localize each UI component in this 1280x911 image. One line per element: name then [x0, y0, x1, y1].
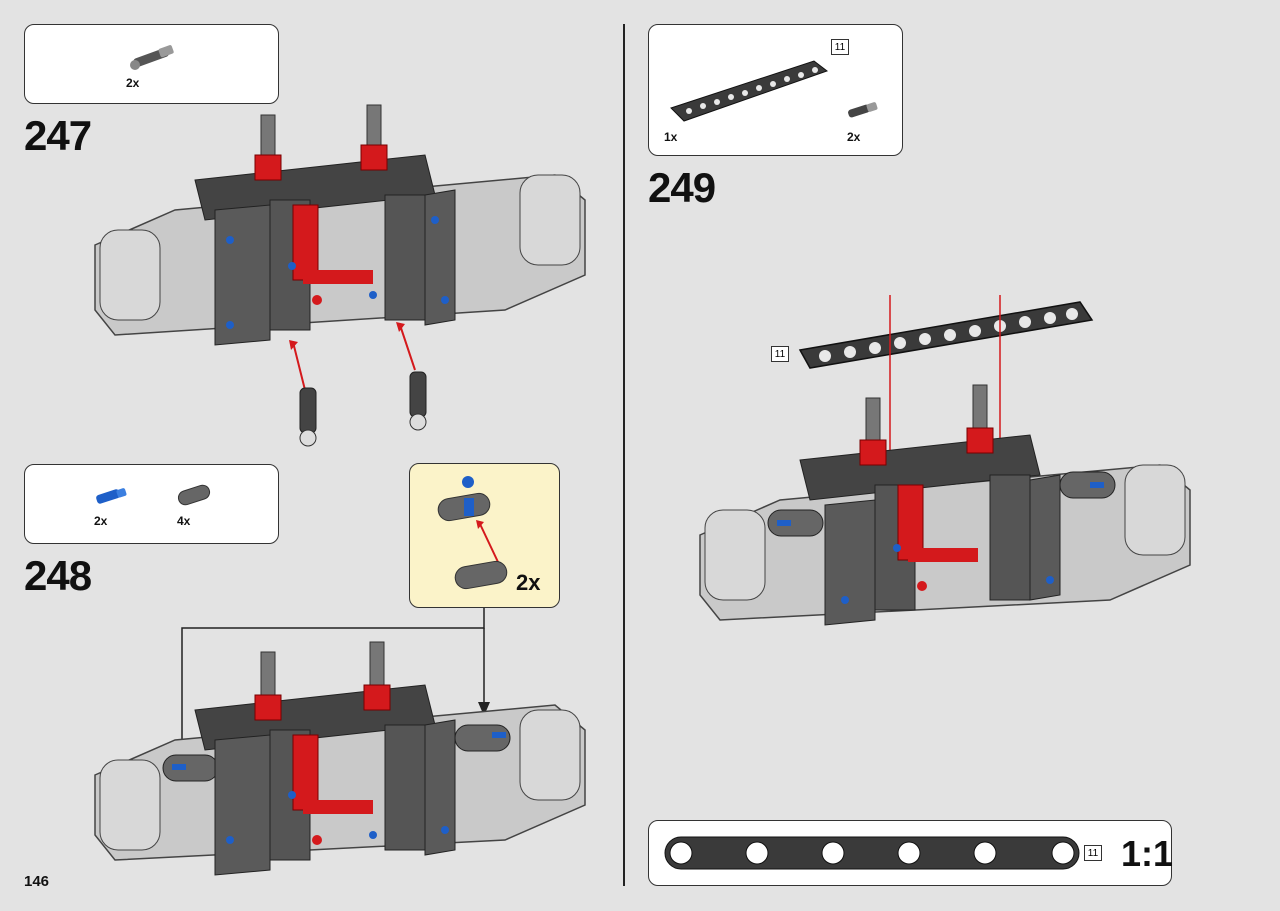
step-249-model-illustration	[699, 295, 1191, 626]
scale-label: 1:1	[1121, 833, 1174, 874]
step-249-part-qty-1: 1x	[664, 130, 678, 144]
beam-11-icon	[670, 60, 829, 122]
scale-length-tag: 11	[1084, 845, 1102, 861]
beam-length-tag: 11	[771, 346, 789, 362]
step-247-model-illustration	[94, 104, 586, 447]
step-247-parts-box: 2x	[24, 24, 279, 104]
page-number: 146	[24, 873, 50, 890]
scale-reference-box: 11 1:1	[648, 820, 1174, 886]
page-divider	[623, 24, 625, 886]
step-249-part-qty-2: 2x	[847, 130, 861, 144]
step-248-number: 248	[24, 552, 92, 599]
step-248-parts-box: 2x 4x	[24, 464, 279, 544]
callout-assembly-illustration	[437, 476, 508, 590]
axle-pin-icon	[130, 45, 174, 70]
step-248-part-qty-1: 2x	[94, 514, 108, 528]
step-249-number: 249	[648, 164, 716, 211]
step-249-parts-box: 11 1x 2x	[648, 24, 903, 156]
step-248-model-illustration	[94, 641, 586, 876]
part-length-tag: 11	[831, 39, 849, 55]
scale-beam-icon	[664, 836, 1080, 870]
step-248-part-qty-2: 4x	[177, 514, 191, 528]
step-248-callout: 2x	[409, 463, 560, 608]
step-247-number: 247	[24, 112, 92, 159]
step-247-part-qty: 2x	[126, 76, 140, 90]
callout-qty: 2x	[516, 570, 541, 595]
blue-axle-pin-icon	[96, 488, 127, 504]
half-beam-icon	[177, 484, 211, 506]
axle-pin-icon	[848, 102, 878, 118]
